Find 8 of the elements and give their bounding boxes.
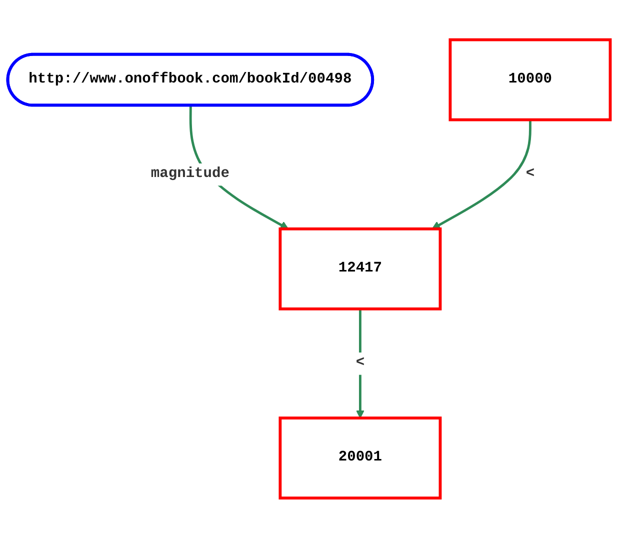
node-box: 20001 <box>278 416 442 500</box>
node-box: 10000 <box>448 38 612 122</box>
node-box: 12417 <box>278 228 442 310</box>
edge-label: magnitude <box>150 165 230 182</box>
edge-label: < <box>356 354 365 372</box>
arrow <box>356 309 364 418</box>
arrow <box>432 120 532 230</box>
edge-label: < <box>526 165 535 182</box>
